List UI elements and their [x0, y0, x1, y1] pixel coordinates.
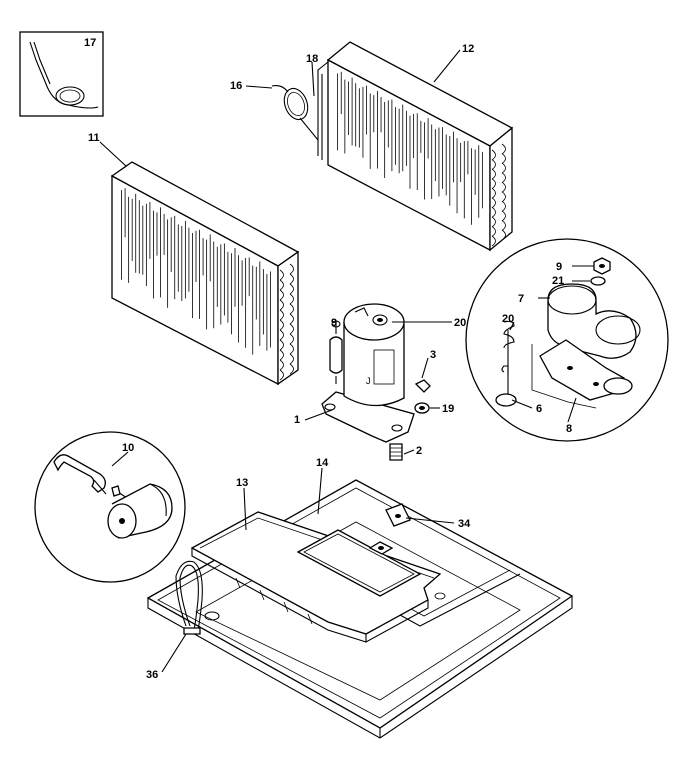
coil-tube-bend — [289, 323, 294, 335]
callout-19: 19 — [442, 403, 454, 415]
callout-14: 14 — [316, 457, 329, 469]
callout-10: 10 — [122, 442, 134, 454]
callout-numbers: 11 12 16 18 1 2 3 19 9 20 20 9 21 7 6 8 … — [88, 43, 572, 681]
callout-17: 17 — [84, 37, 96, 49]
callout-20-left: 20 — [454, 317, 466, 329]
capillary-coil-16 — [271, 85, 319, 141]
coil-tube-bend — [279, 319, 284, 331]
coil-tube-bend — [279, 369, 284, 381]
coil-tube-bend — [491, 226, 496, 237]
leader-lines — [99, 49, 594, 673]
coil-tube-bend — [289, 313, 294, 325]
coil-tube-bend — [279, 339, 284, 351]
coil-tube-bend — [501, 210, 506, 222]
coil-tube-bend — [501, 181, 506, 193]
coil-tube-bend — [289, 273, 294, 285]
coil-tube-bend — [501, 229, 506, 241]
coil-tube-bend — [279, 289, 284, 301]
coil-tube-bend — [501, 191, 506, 203]
callout-8: 8 — [566, 423, 572, 435]
callout-34: 34 — [458, 518, 471, 530]
callout-16: 16 — [230, 80, 242, 92]
drain-pan — [190, 511, 442, 643]
coil-tube-bend — [501, 143, 506, 155]
callout-1: 1 — [294, 414, 300, 426]
callout-6-stud: 6 — [536, 403, 542, 415]
coil-tube-bend — [279, 269, 284, 281]
callout-18: 18 — [306, 53, 318, 65]
coil-tube-bend — [279, 359, 284, 371]
coil-tube-bend — [491, 159, 496, 170]
coil-tube-bend — [491, 149, 496, 161]
coil-tube-bend — [491, 207, 496, 218]
callout-9: 9 — [556, 261, 562, 273]
inset-terminal-cover — [465, 238, 669, 442]
coil-tube-bend — [289, 283, 294, 295]
callout-2: 2 — [416, 445, 422, 457]
coil-tube-bend — [279, 279, 284, 291]
coil-12 — [317, 41, 514, 252]
callout-21: 21 — [552, 275, 564, 287]
coil-tube-bend — [491, 235, 496, 247]
compressor-logo-mark: J — [366, 376, 371, 386]
coil-tube-bend — [501, 201, 506, 212]
inset-capacitor — [34, 431, 186, 583]
coil-tube-bend — [289, 343, 294, 355]
inset-capillary-tube: 17 — [19, 31, 104, 117]
coil-tube-bend — [289, 363, 294, 375]
coil-tube-bend — [501, 153, 506, 164]
coil-tube-bend — [501, 162, 506, 174]
compressor: J — [321, 303, 431, 461]
coil-tube-bend — [279, 349, 284, 361]
coil-tube-bend — [279, 299, 284, 311]
coil-tube-bend — [279, 309, 284, 321]
callout-20: 20 — [502, 313, 514, 325]
callout-11: 11 — [88, 132, 100, 144]
callout-9-compressor: 9 — [331, 317, 337, 329]
coil-tube-bend — [491, 178, 496, 189]
coil-tube-bend — [289, 263, 294, 275]
drain-hose-36 — [175, 560, 203, 635]
coil-11 — [110, 161, 300, 386]
callout-36: 36 — [146, 669, 158, 681]
callout-12: 12 — [462, 43, 474, 55]
coil-tube-bend — [501, 172, 506, 183]
coil-tube-bend — [501, 220, 506, 231]
coil-tube-bend — [289, 333, 294, 345]
callout-13: 13 — [236, 477, 248, 489]
coil-tube-bend — [289, 293, 294, 305]
coil-tube-bend — [289, 353, 294, 365]
coil-tube-bend — [491, 197, 496, 209]
coil-tube-bend — [491, 216, 496, 228]
coil-tube-bend — [491, 168, 496, 180]
callout-7: 7 — [518, 293, 524, 305]
callout-3: 3 — [430, 349, 436, 361]
coil-tube-bend — [491, 187, 496, 199]
coil-tube-bend — [289, 303, 294, 315]
coil-tube-bend — [279, 329, 284, 341]
